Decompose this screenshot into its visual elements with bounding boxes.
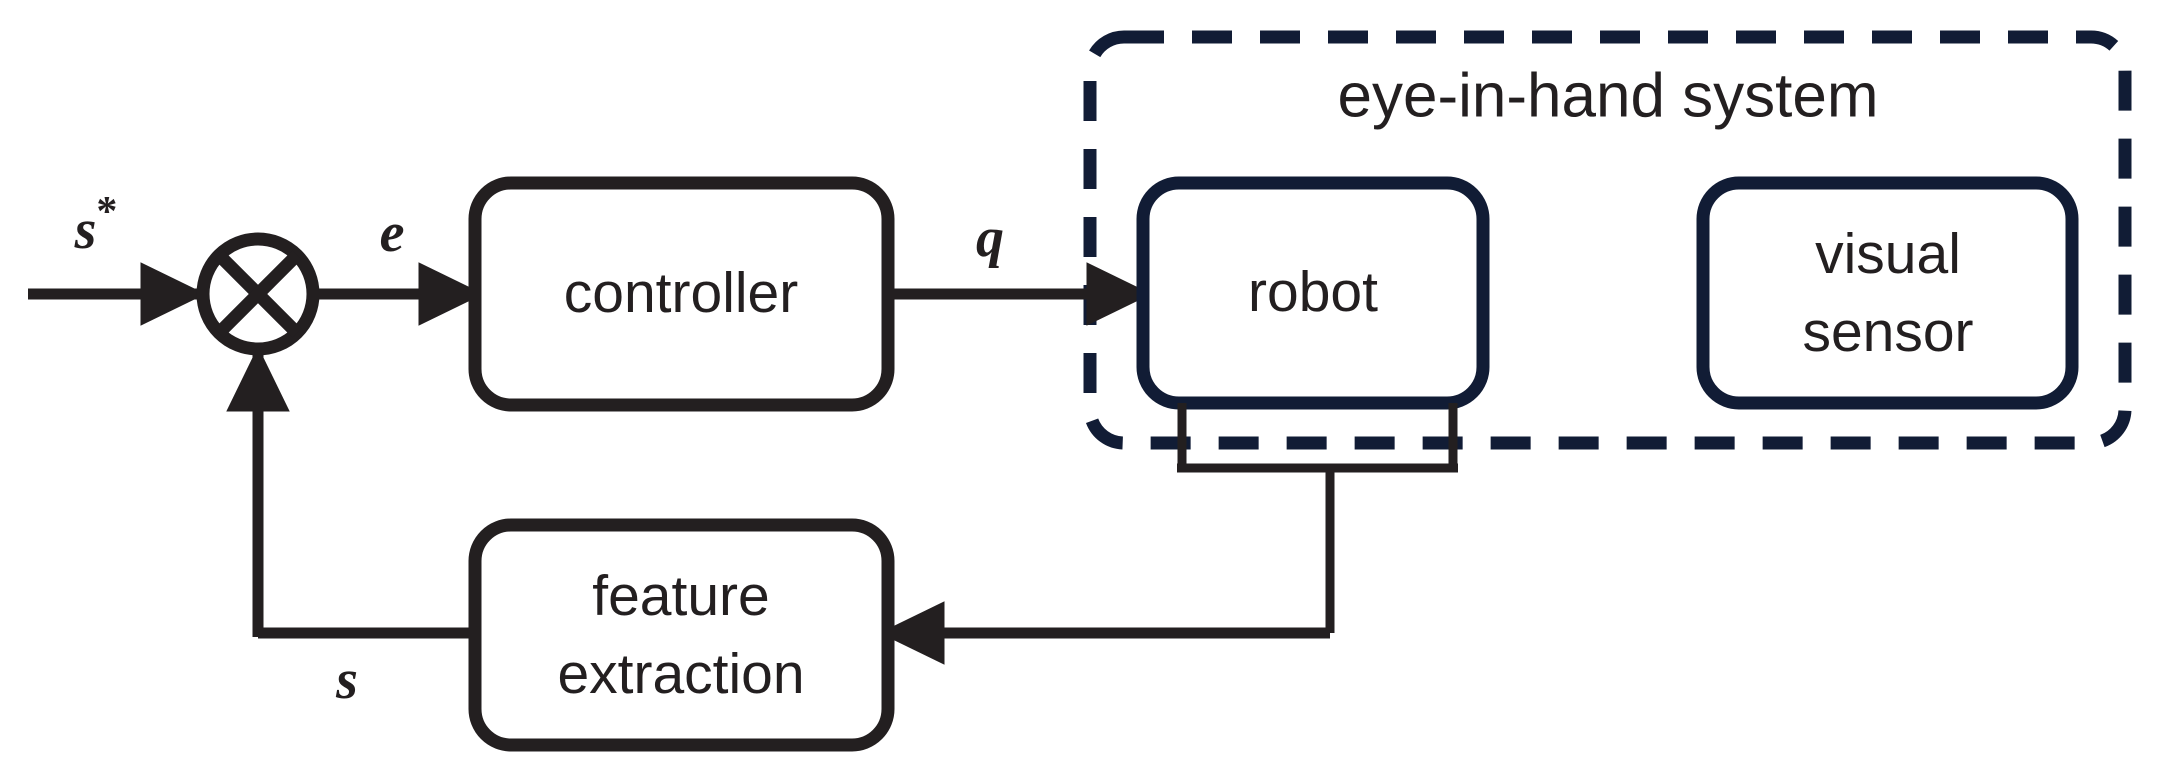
feedback-signal-path bbox=[226, 346, 478, 639]
reference-signal-symbol: s bbox=[74, 199, 97, 261]
visual-sensor-block-border[interactable] bbox=[1696, 176, 2079, 410]
feedback-signal-label: s bbox=[335, 649, 358, 711]
summing-junction-cross-b bbox=[214, 250, 302, 338]
visual-sensor-block-label-line2: sensor bbox=[1802, 300, 1973, 364]
reference-signal-superscript: * bbox=[96, 189, 117, 235]
command-signal-label: q bbox=[976, 207, 1004, 269]
error-signal-label: e bbox=[380, 202, 405, 264]
sensing-feedback-path bbox=[879, 403, 1458, 665]
eye-in-hand-dashed-border bbox=[1083, 30, 2132, 450]
robot-block-border[interactable] bbox=[1136, 176, 1490, 410]
robot-block[interactable]: robot bbox=[1136, 176, 1490, 410]
controller-block-label: controller bbox=[564, 261, 798, 325]
robot-block-label: robot bbox=[1248, 260, 1378, 324]
feature-extraction-block[interactable]: feature extraction bbox=[468, 518, 895, 752]
reference-signal-label: s* bbox=[74, 189, 118, 261]
visual-sensor-block[interactable]: visual sensor bbox=[1696, 176, 2079, 410]
feature-extraction-block-label-line1: feature bbox=[592, 564, 769, 628]
summing-junction bbox=[196, 232, 320, 356]
eye-in-hand-group: eye-in-hand system bbox=[1083, 30, 2132, 450]
controller-block[interactable]: controller bbox=[468, 176, 895, 412]
eye-in-hand-group-label: eye-in-hand system bbox=[1337, 61, 1878, 130]
signal-labels: s* e q s bbox=[74, 189, 1004, 711]
feature-extraction-block-border[interactable] bbox=[468, 518, 895, 752]
visual-sensor-block-label-line1: visual bbox=[1815, 222, 1961, 286]
feature-extraction-block-label-line2: extraction bbox=[557, 642, 804, 706]
